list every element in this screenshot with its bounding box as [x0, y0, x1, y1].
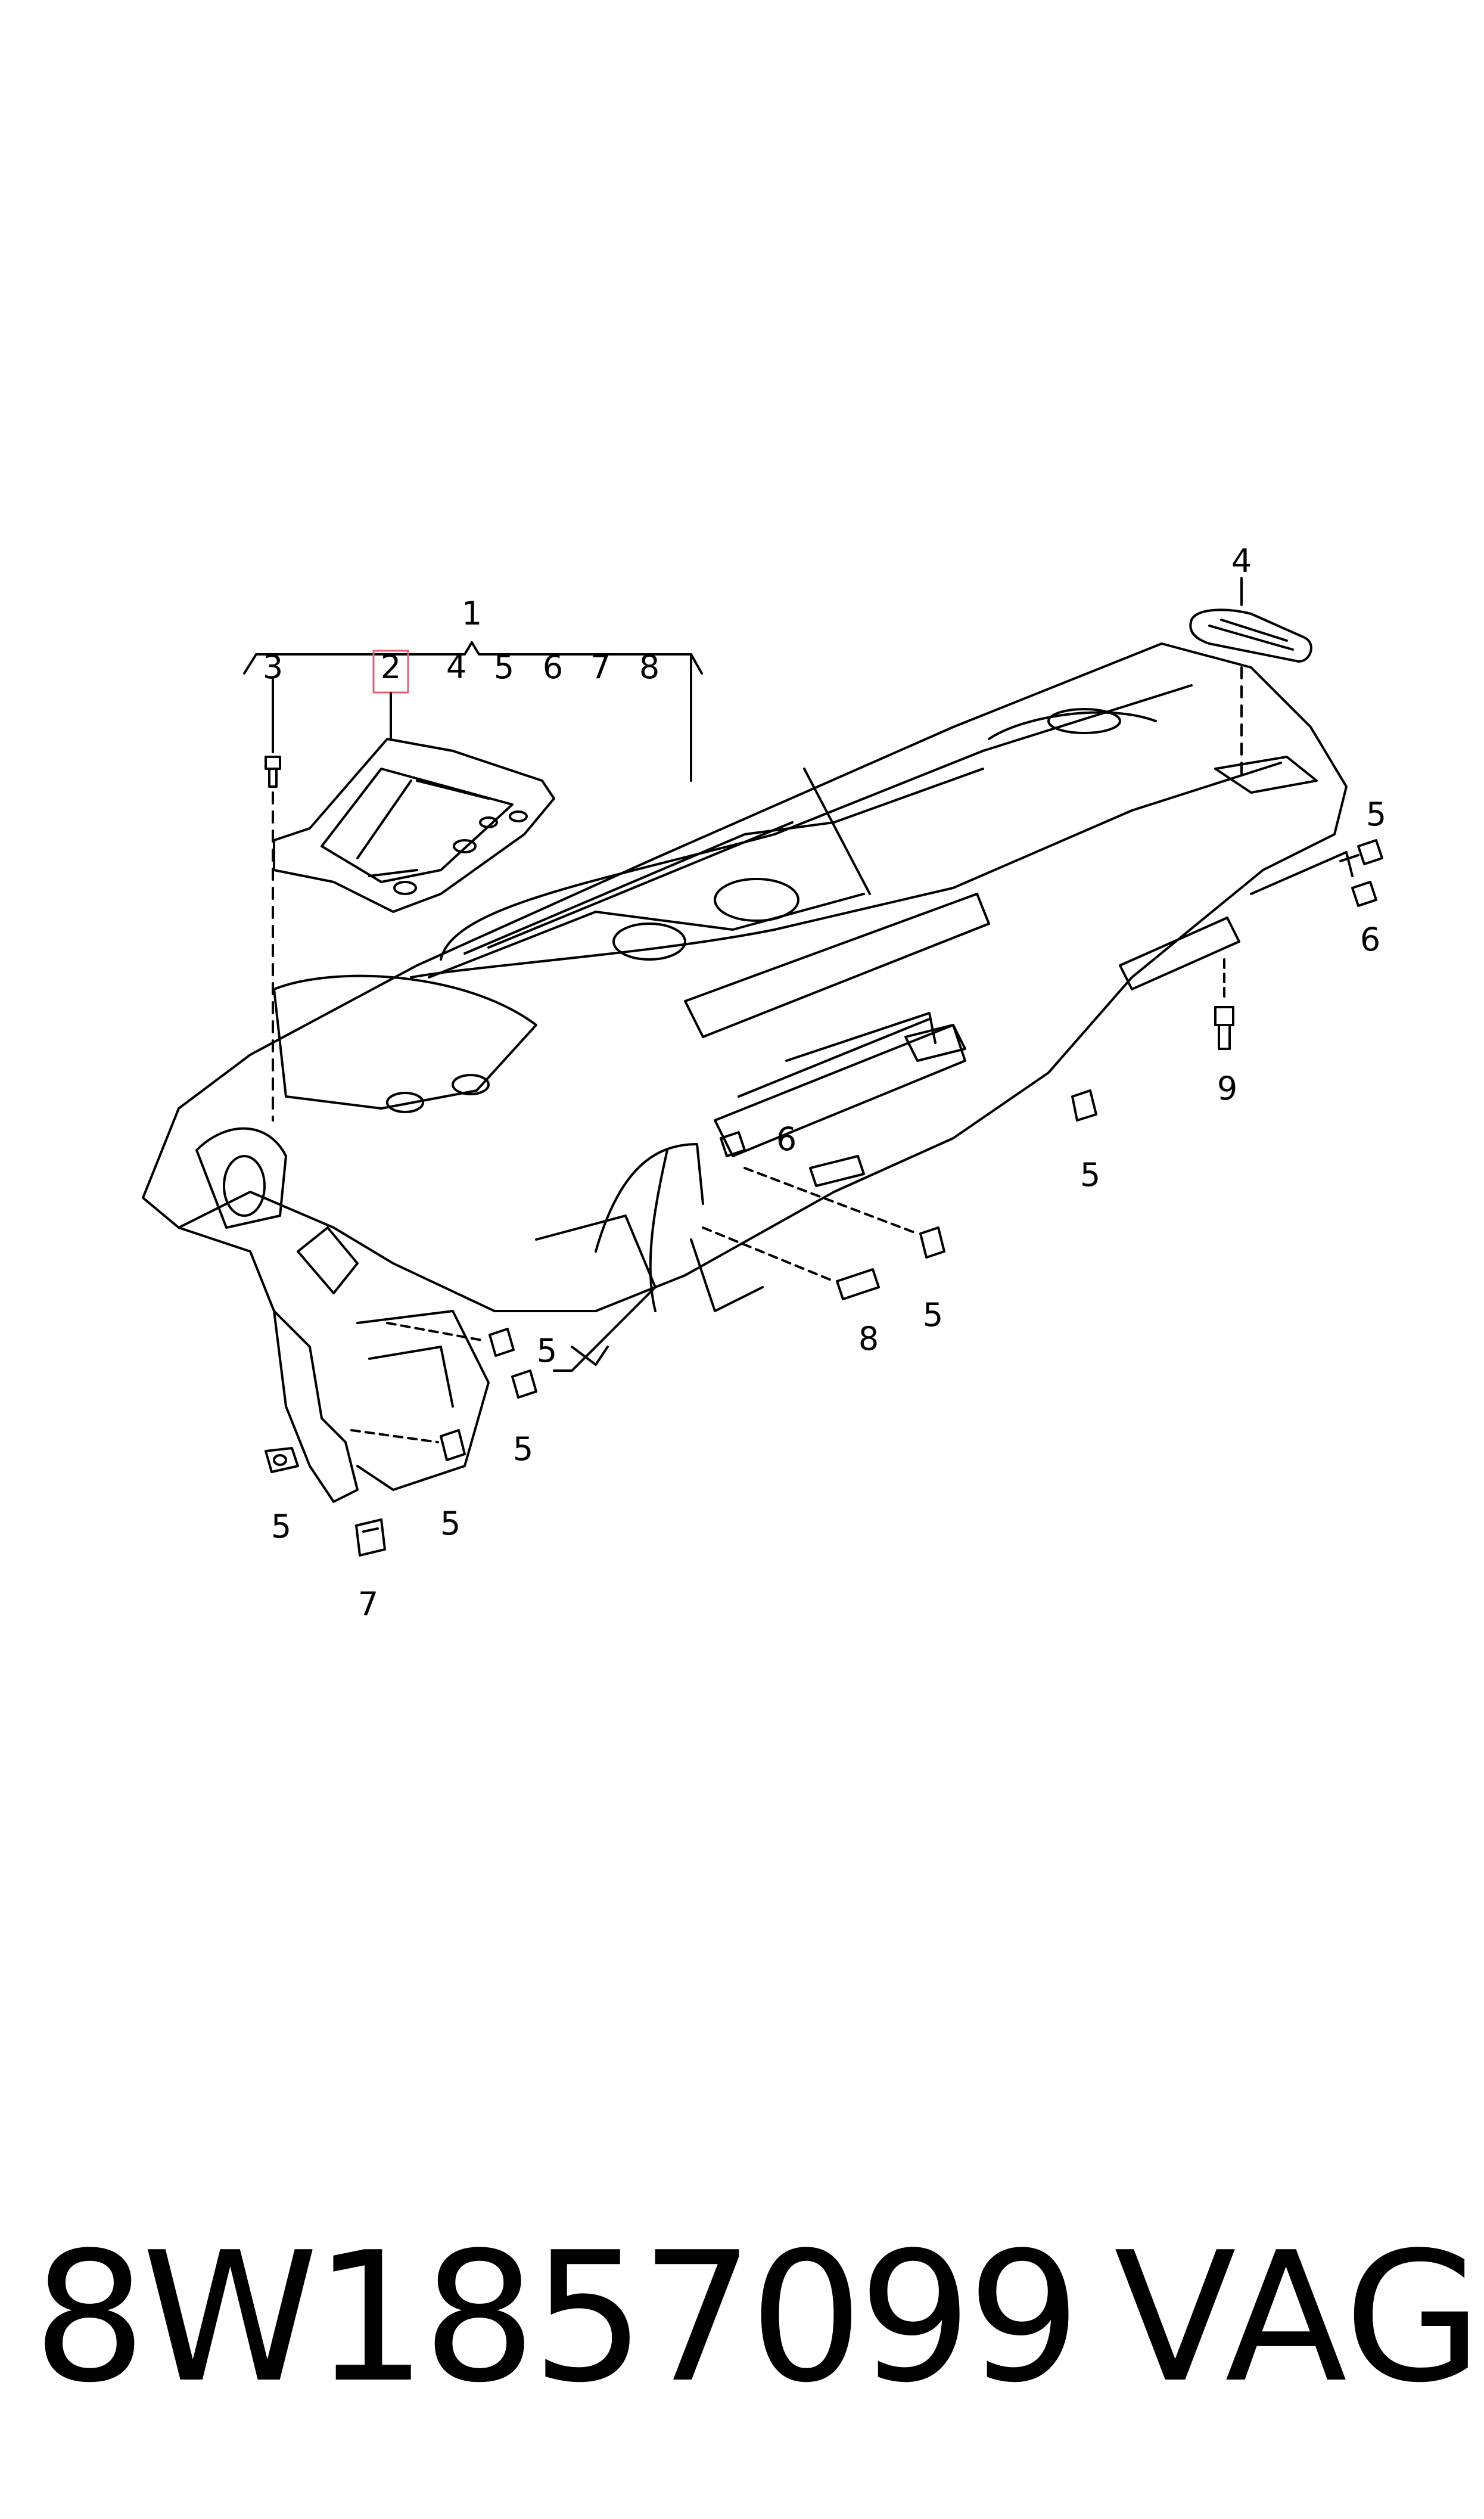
- callout-8-group: 8: [639, 648, 659, 686]
- group-bracket: [243, 641, 703, 782]
- callout-6-group: 6: [543, 648, 563, 686]
- callout-8: 8: [858, 1320, 879, 1358]
- dashboard-panel: [142, 642, 1354, 1503]
- brand-label: VAG: [1114, 2214, 1483, 2422]
- callout-4-top: 4: [1231, 542, 1252, 580]
- callout-6-right: 6: [1360, 921, 1380, 958]
- clip-6-center: [720, 1131, 746, 1157]
- callout-5-left-c: 5: [440, 1505, 461, 1542]
- callout-6-center: 6: [776, 1120, 797, 1158]
- clip-5-center: [743, 1167, 945, 1259]
- callout-7-group: 7: [590, 648, 611, 686]
- callout-9: 9: [1217, 1070, 1237, 1107]
- callout-2: 2: [381, 648, 401, 686]
- part-3-screw: [265, 678, 281, 1122]
- clip-5-left-b: [511, 1369, 537, 1399]
- callout-1: 1: [462, 595, 482, 632]
- callout-5-center: 5: [923, 1296, 943, 1334]
- callout-5-left-d: 5: [271, 1508, 291, 1545]
- screw-9: [1214, 958, 1234, 1050]
- callout-5-mid-right: 5: [1080, 1156, 1100, 1194]
- clip-6-right: [1351, 881, 1377, 907]
- part-number: 8W1857099: [33, 2214, 1081, 2422]
- callout-5-group: 5: [494, 648, 514, 686]
- clip-5-left-d: [265, 1447, 299, 1473]
- clip-8: [702, 1226, 880, 1300]
- part-2-cluster-frame: [273, 738, 555, 913]
- clip-5-mid-right: [1071, 1089, 1097, 1122]
- clip-5-left-a: [386, 1322, 515, 1357]
- clip-5-left-c: [350, 1429, 466, 1461]
- callout-5-left-b: 5: [513, 1430, 533, 1468]
- clip-5-right-top: [1339, 839, 1383, 865]
- callout-5-right-top: 5: [1366, 796, 1386, 833]
- part-4-speaker-grille: [1189, 577, 1312, 776]
- clip-7: [355, 1518, 386, 1557]
- callout-5-left-a: 5: [537, 1332, 557, 1369]
- callout-7: 7: [358, 1585, 378, 1623]
- callout-4-group: 4: [446, 648, 466, 686]
- callout-3: 3: [263, 648, 283, 686]
